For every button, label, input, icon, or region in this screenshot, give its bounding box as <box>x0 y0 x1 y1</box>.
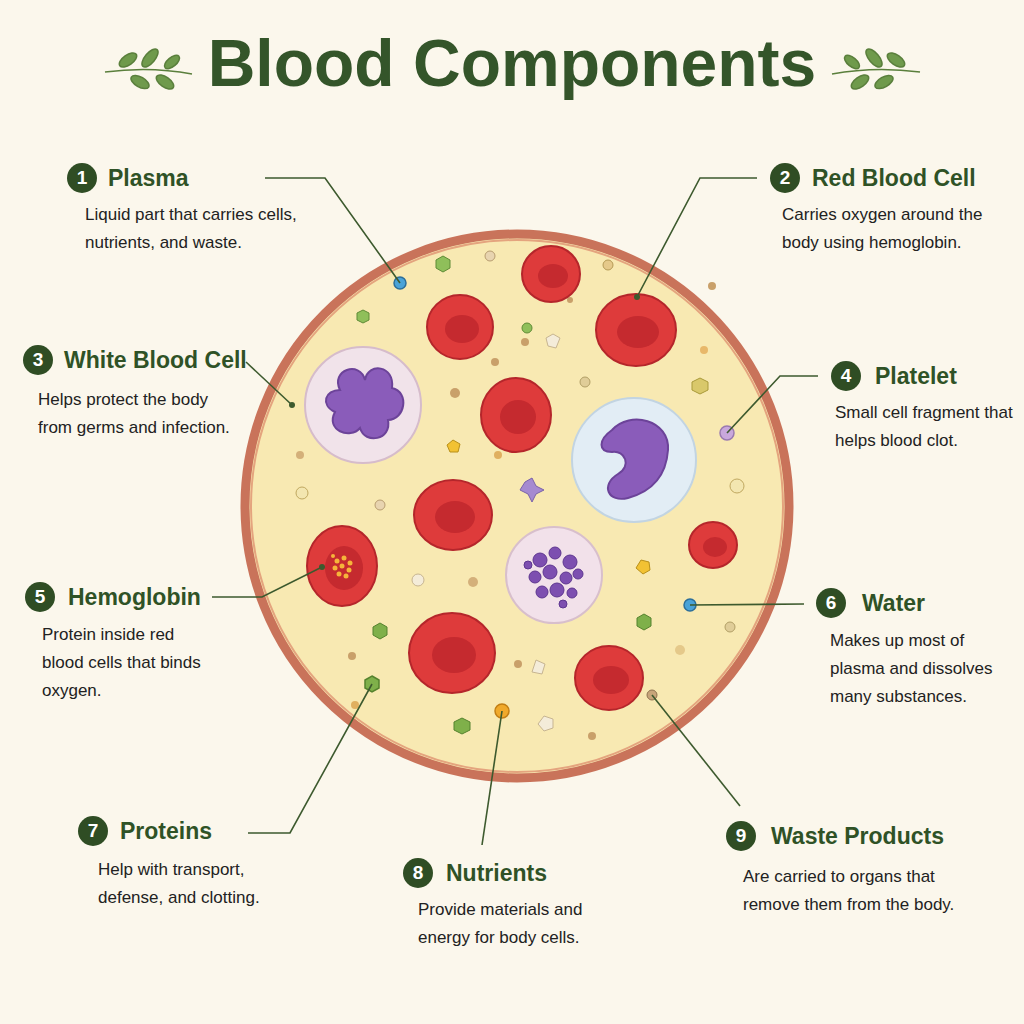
callout-description: Help with transport, defense, and clotti… <box>98 856 283 912</box>
callout-heading: Proteins <box>120 816 212 846</box>
callout-heading: White Blood Cell <box>64 345 247 375</box>
callout-heading: Platelet <box>875 361 957 391</box>
callout: 4 PlateletSmall cell fragment that helps … <box>831 361 1024 489</box>
callout-description: Small cell fragment that helps blood clo… <box>835 399 1015 455</box>
callout-description: Provide materials and energy for body ce… <box>418 896 603 952</box>
callout-number: 9 <box>726 821 756 851</box>
callout: 7 ProteinsHelp with transport, defense, a… <box>78 816 340 946</box>
callout-description: Makes up most of plasma and dissolves ma… <box>830 627 1002 711</box>
callout-description: Carries oxygen around the body using hem… <box>782 201 997 257</box>
callout-description: Protein inside red blood cells that bind… <box>42 621 202 705</box>
callout-number: 4 <box>831 361 861 391</box>
blood-sample-rim <box>251 240 783 772</box>
leaf-decoration <box>832 46 920 91</box>
callout-number: 3 <box>23 345 53 375</box>
callout-heading: Plasma <box>108 163 189 193</box>
red-blood-cell <box>307 246 737 710</box>
callout-description: Are carried to organs that remove them f… <box>743 863 971 919</box>
callout: 1 PlasmaLiquid part that carries cells, n… <box>67 163 328 291</box>
callout-description: Helps protect the body from germs and in… <box>38 386 243 442</box>
callout-number: 6 <box>816 588 846 618</box>
callout: 5 HemoglobinProtein inside red blood cell… <box>25 582 288 711</box>
callout-number: 7 <box>78 816 108 846</box>
callout: 6 WaterMakes up most of plasma and dissol… <box>816 588 1024 717</box>
leaf-decoration <box>105 46 192 91</box>
white-blood-cell <box>305 347 696 623</box>
callout-description: Liquid part that carries cells, nutrient… <box>85 201 300 257</box>
callout: 9 Waste ProductsAre carried to organs tha… <box>726 821 991 953</box>
callout: 3 White Blood CellHelps protect the body … <box>23 345 284 476</box>
callout-heading: Water <box>862 588 925 618</box>
callout: 8 NutrientsProvide materials and energy f… <box>403 858 666 986</box>
callout-number: 1 <box>67 163 97 193</box>
leader-line <box>212 178 818 845</box>
callout-heading: Red Blood Cell <box>812 163 976 193</box>
callout: 2 Red Blood CellCarries oxygen around the… <box>770 163 1024 291</box>
callout-heading: Waste Products <box>771 821 944 851</box>
leader-end <box>289 294 640 570</box>
callout-number: 5 <box>25 582 55 612</box>
callout-number: 8 <box>403 858 433 888</box>
diagram-title: Blood Components <box>0 18 1024 108</box>
blood-sample <box>245 234 789 778</box>
callout-number: 2 <box>770 163 800 193</box>
plasma-particles <box>296 251 744 740</box>
callout-heading: Hemoglobin <box>68 582 201 612</box>
callout-heading: Nutrients <box>446 858 547 888</box>
